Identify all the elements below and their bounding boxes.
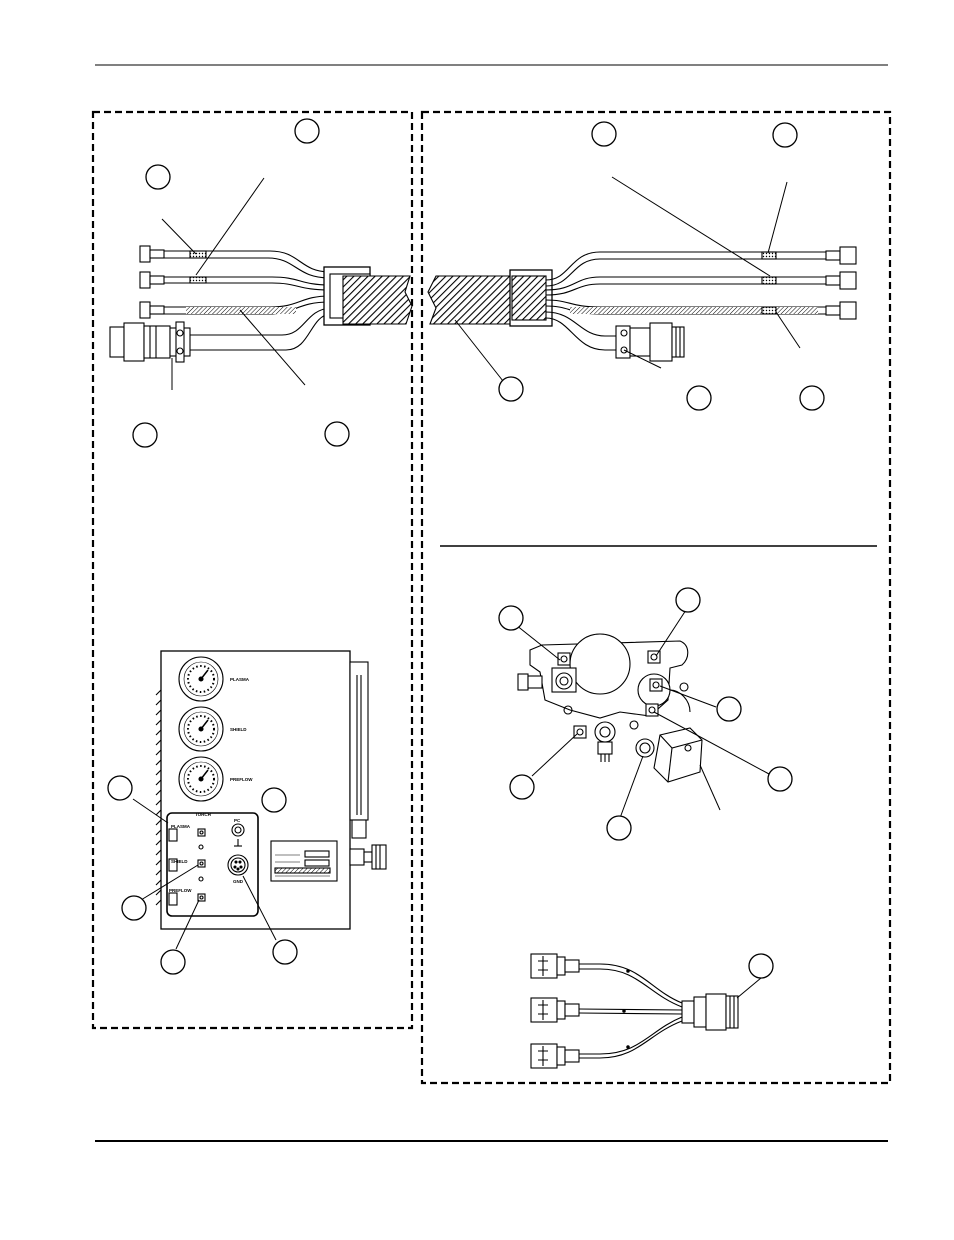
label-shield: SHIELD [230,727,247,732]
mesh-band [189,276,207,284]
right-hose-lead [427,246,857,362]
data-plate [270,840,338,882]
valve-manifold [517,633,703,783]
control-panel [155,650,387,930]
solenoid-nut [635,738,655,758]
callout-bubble [261,787,287,813]
splitter-connector [725,995,739,1029]
label-plasma: PLASMA [230,677,250,682]
callout-bubble [686,385,712,411]
left-frame [91,110,414,1030]
callout-bubble [767,766,793,792]
center-valve [594,721,616,743]
gauge-shield [178,706,224,752]
callout-bubble [121,895,147,921]
label-preflow-small: PREFLOW [169,888,192,893]
callout-bubble [145,164,171,190]
callout-bubble [606,815,632,841]
torch-subpanel [166,812,259,917]
fitting [139,271,151,289]
label-preflow: PREFLOW [230,777,253,782]
leader-lines [132,176,801,999]
callout-bubble [498,376,524,402]
mesh-band [761,251,777,260]
connector-body [671,326,685,358]
fitting [839,246,857,265]
right-frame [420,110,892,1085]
fitting [139,301,151,319]
label-pc: PC [234,818,241,823]
callout-bubbles [107,118,825,979]
bolt [649,678,663,692]
bolt [645,703,659,717]
callout-bubble [716,696,742,722]
pc-port [231,823,245,837]
mesh-band [761,276,777,285]
fitting [839,271,857,290]
callout-bubble [160,949,186,975]
flow-rail [349,661,369,821]
label-torch: TORCH [195,812,211,817]
callout-bubble [498,605,524,631]
splitter-cable [530,953,739,1069]
callout-bubble [509,774,535,800]
fitting [839,301,857,320]
gauge-preflow [178,756,224,802]
callout-bubble [107,775,133,801]
label-shield-small: SHIELD [171,859,188,864]
callout-bubble [324,421,350,447]
panel-labels: PLASMA SHIELD PREFLOW TORCH PC GND PLASM… [169,677,253,893]
plug [530,997,580,1023]
braided-sleeve [342,275,413,325]
callout-bubble [272,939,298,965]
callout-bubble [294,118,320,144]
connector-body [109,326,125,358]
gauge-plasma [178,656,224,702]
mesh-band [189,250,207,259]
plug [530,1043,580,1069]
callout-bubble [748,953,774,979]
side-fitting [349,848,365,866]
callout-bubble [799,385,825,411]
fitting [139,245,151,263]
left-hose-lead [109,245,413,363]
label-plasma-small: PLASMA [171,824,191,829]
callout-bubble [772,122,798,148]
callout-bubble [675,587,701,613]
bolt [573,725,587,739]
label-gnd: GND [233,879,244,884]
mesh-band [761,306,777,315]
plug [530,953,580,979]
callout-bubble [132,422,158,448]
braided-sleeve [427,275,513,325]
callout-bubble [591,121,617,147]
bolt [557,652,571,666]
